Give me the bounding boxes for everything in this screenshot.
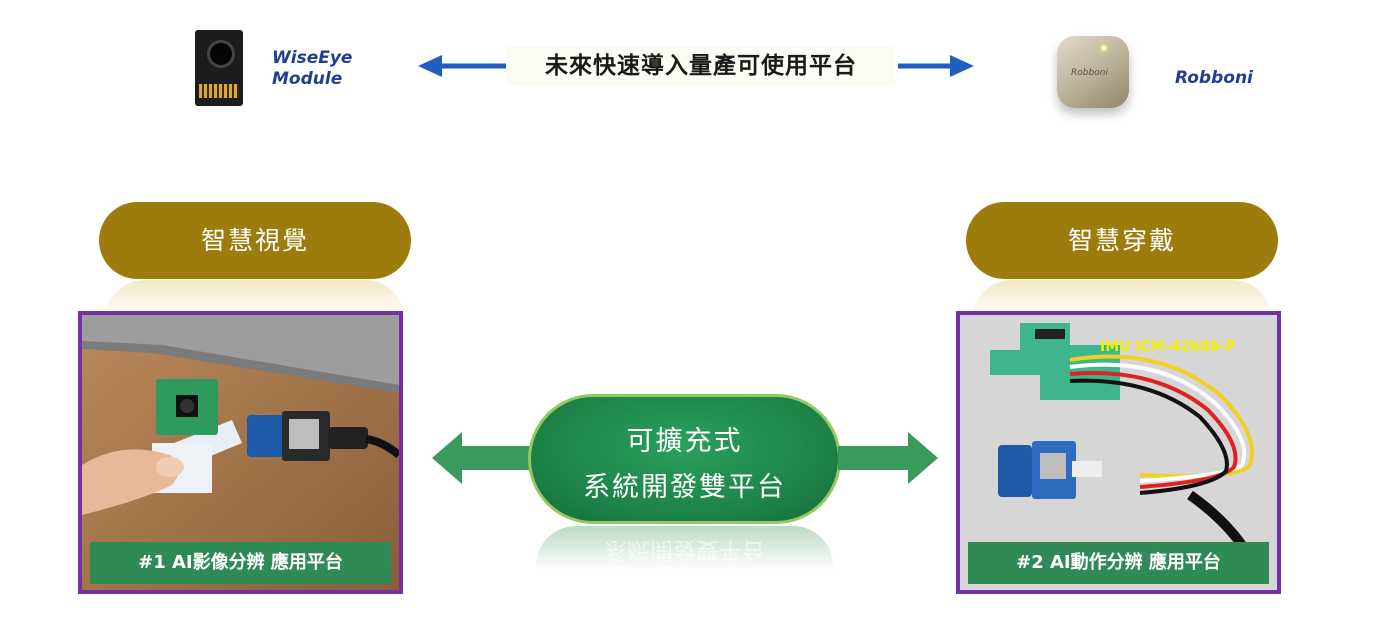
robboni-label: Robboni	[1175, 68, 1253, 88]
smart-vision-pill: 智慧視覺	[99, 202, 411, 279]
ai-vision-caption: #1 AI影像分辨 應用平台	[90, 542, 391, 584]
wiseeye-label-line1: WiseEye	[272, 48, 353, 68]
platform-line2: 系統開發雙平台	[583, 472, 786, 503]
ai-vision-photo	[82, 315, 399, 590]
wiseeye-module-image	[195, 30, 243, 106]
wiseeye-label-line2: Module	[272, 69, 343, 89]
connector-pins	[199, 84, 239, 98]
center-right-arrow-icon	[838, 432, 938, 484]
robboni-device-image: Robboni	[1057, 36, 1129, 108]
top-right-arrow-icon	[898, 55, 974, 77]
status-led-icon	[1101, 45, 1107, 51]
top-left-arrow-icon	[418, 55, 506, 77]
imu-sensor-label: IMU ICM-42688-P	[1100, 339, 1235, 355]
ai-motion-photo-frame: IMU ICM-42688-P #2 AI動作分辨 應用平台	[956, 311, 1281, 594]
center-left-arrow-icon	[432, 432, 532, 484]
platform-reflection-text: 系統開發雙平台	[604, 537, 765, 563]
expandable-platform-pill: 可擴充式 系統開發雙平台	[528, 394, 841, 524]
platform-line1: 可擴充式	[626, 426, 743, 457]
ai-motion-caption: #2 AI動作分辨 應用平台	[968, 542, 1269, 584]
camera-lens-icon	[207, 40, 235, 68]
robboni-device-brand: Robboni	[1071, 68, 1108, 78]
top-banner: 未來快速導入量產可使用平台	[507, 46, 895, 86]
smart-wearable-pill: 智慧穿戴	[966, 202, 1278, 279]
ai-vision-photo-frame: #1 AI影像分辨 應用平台	[78, 311, 403, 594]
platform-reflection: 系統開發雙平台	[536, 526, 833, 570]
wiseeye-module-label: WiseEye Module	[272, 48, 352, 90]
